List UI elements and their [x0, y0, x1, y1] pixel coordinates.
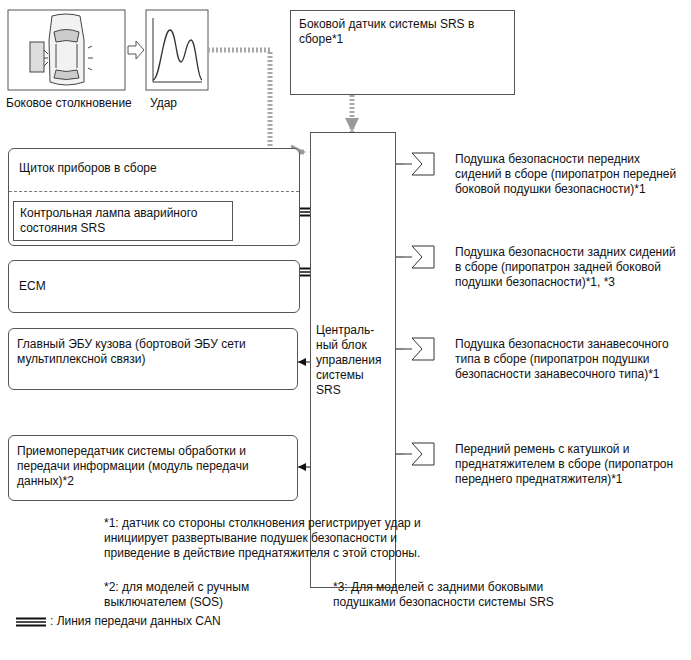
legend-entry: : Линия передачи данных CAN [16, 614, 221, 629]
squib-body [412, 443, 434, 465]
node-text: ECM [19, 279, 289, 294]
squib-symbol [404, 243, 436, 273]
can-bus-line [300, 272, 310, 273]
squib-body [412, 338, 434, 360]
squib-chevron [412, 443, 422, 465]
node-text: Приемопередатчик системы обработки и пер… [17, 444, 289, 489]
illustration-caption: Удар [150, 96, 210, 111]
squib-chevron [412, 153, 422, 175]
signal-line [298, 467, 310, 468]
signal-line [396, 454, 404, 455]
squib-symbol [404, 150, 436, 180]
signal-line [396, 349, 404, 350]
squib-lead [404, 349, 412, 350]
node-text: Централь- ный блок управления системы SR… [316, 323, 390, 398]
signal-line [396, 164, 404, 165]
node-text: Главный ЭБУ кузова (бортовой ЭБУ сети му… [17, 337, 289, 367]
illustration-caption: Боковое столкновение [6, 96, 146, 111]
squib-body [412, 153, 434, 175]
squib-item: Подушка безопасности занавесочного типа … [404, 335, 684, 399]
node-text: Щиток приборов в сборе [19, 161, 289, 176]
car-top-view [30, 14, 93, 85]
footnote: *3: Для моделей с задними боковыми подуш… [333, 580, 603, 610]
squib-symbol [404, 335, 436, 365]
flow-arrow [128, 41, 144, 59]
squib-item: Подушка безопасности задних сидений в сб… [404, 243, 684, 295]
sensor-signal-arrow [352, 95, 353, 132]
signal-line [396, 257, 404, 258]
instrument-panel-box: Щиток приборов в сбореКонтрольная лампа … [8, 148, 300, 246]
illustration-frame [8, 10, 125, 90]
transceiver-box: Приемопередатчик системы обработки и пер… [8, 435, 298, 501]
node-text: Подушка безопасности передних сидений в … [455, 152, 684, 197]
squib-lead [404, 257, 412, 258]
node-text: Подушка безопасности задних сидений в сб… [455, 245, 684, 290]
squib-lead [404, 164, 412, 165]
impact-graph [153, 18, 202, 82]
legend-text: : Линия передачи данных CAN [50, 614, 221, 629]
signal-line [298, 362, 310, 363]
squib-symbol [404, 440, 436, 470]
can-bus-line [300, 212, 310, 213]
squib-body [412, 246, 434, 268]
squib-item: Передний ремень с катушкой и преднатяжит… [404, 440, 684, 504]
node-text: Подушка безопасности занавесочного типа … [455, 337, 684, 382]
ecm-box: ECM [8, 260, 300, 313]
squib-chevron [412, 246, 422, 268]
body-ecu-box: Главный ЭБУ кузова (бортовой ЭБУ сети му… [8, 328, 298, 390]
squib-item: Подушка безопасности передних сидений в … [404, 150, 684, 202]
node-text: Контрольная лампа аварийного состояния S… [20, 206, 226, 236]
node-text: Передний ремень с катушкой и преднатяжит… [455, 442, 684, 487]
panel-divider [9, 191, 299, 192]
sensor-box: Боковой датчик системы SRS в сборе*1 [290, 10, 515, 95]
warning-lamp-box: Контрольная лампа аварийного состояния S… [13, 201, 233, 241]
squib-lead [404, 454, 412, 455]
footnote: *1: датчик со стороны столкновения регис… [104, 516, 462, 561]
graph-frame [146, 10, 208, 90]
squib-chevron [412, 338, 422, 360]
can-line-sample [16, 616, 48, 628]
footnote: *2: для моделей с ручным выключателем (S… [104, 580, 329, 610]
node-text: Боковой датчик системы SRS в сборе*1 [299, 17, 506, 47]
